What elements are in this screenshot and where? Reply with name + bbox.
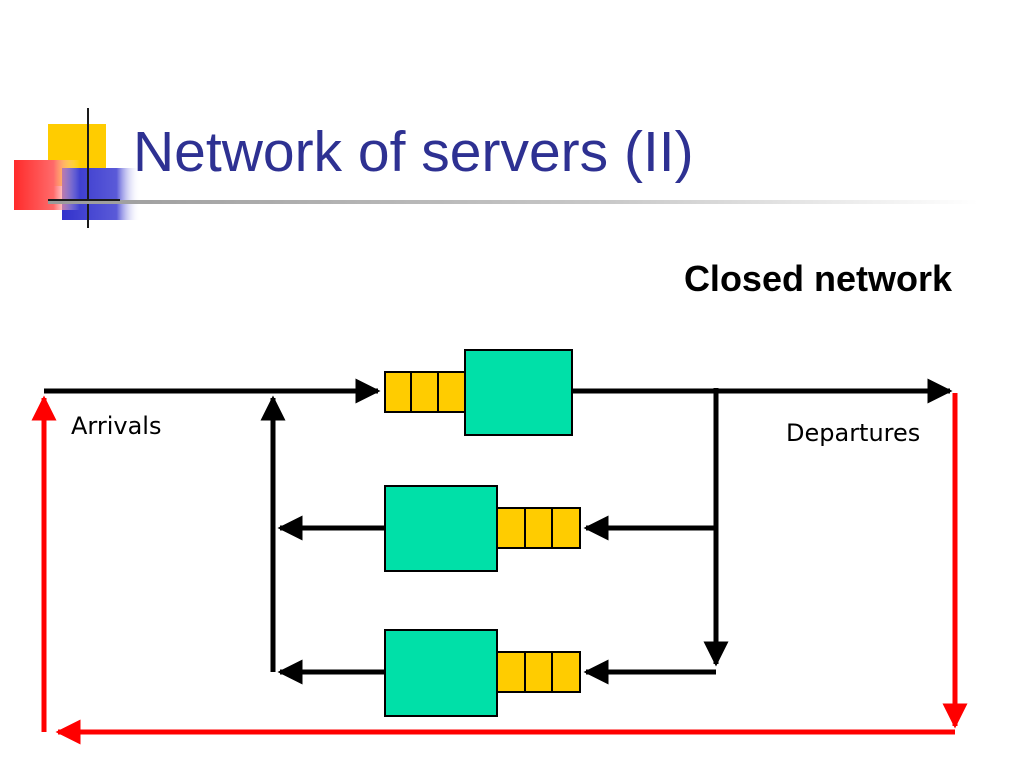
- server-1: [384, 349, 573, 436]
- title-decoration: [14, 108, 978, 228]
- server-2: [277, 485, 716, 572]
- server-1-queue: [384, 371, 466, 413]
- slide-title: Network of servers (II): [133, 120, 694, 184]
- server-2-queue: [496, 507, 581, 549]
- closed-loop-feedback: [31, 393, 968, 745]
- title-underline: [48, 200, 978, 204]
- departures-label: Departures: [786, 419, 920, 447]
- arrivals-label: Arrivals: [71, 412, 161, 440]
- server-3-queue: [496, 651, 581, 693]
- server-3: [277, 629, 716, 717]
- slide-subtitle: Closed network: [683, 258, 952, 299]
- server-1-box: [464, 349, 573, 436]
- server-2-box: [384, 485, 498, 572]
- server-3-box: [384, 629, 498, 717]
